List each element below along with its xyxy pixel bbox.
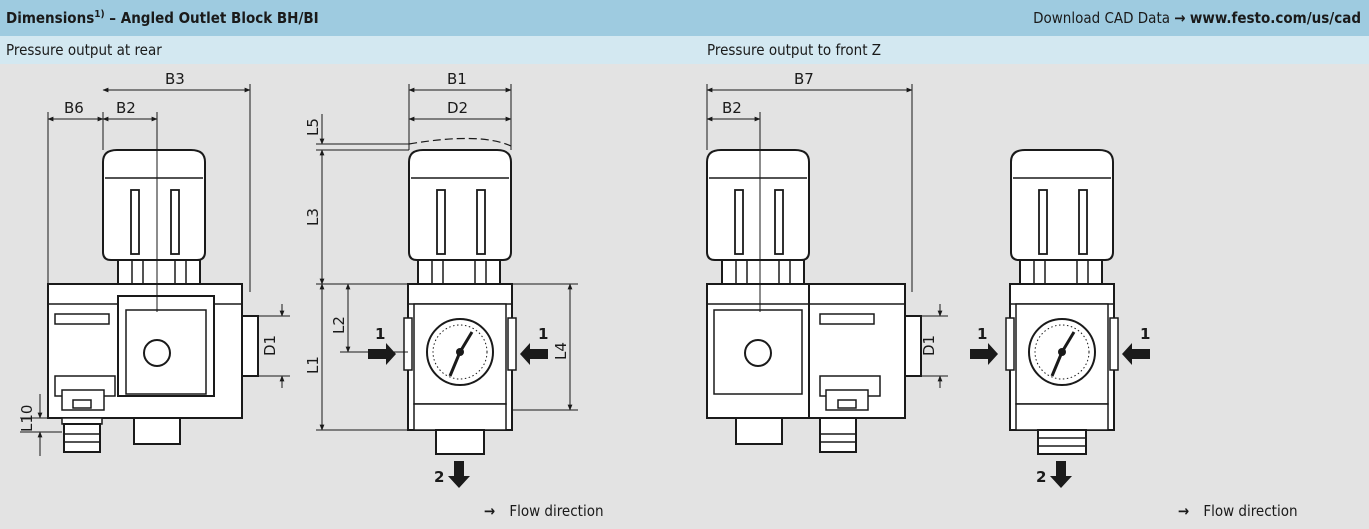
port-arrows-front-front [970,343,1150,488]
dim-label-d1-front: D1 [920,335,938,356]
section-label-rear: Pressure output at rear [6,41,162,59]
pressure-gauge-icon [425,317,495,387]
flow-direction-legend-2: → Flow direction [1178,502,1298,520]
dim-label-b2-front: B2 [722,99,742,117]
dim-label-b3: B3 [165,70,185,88]
section-headers: Pressure output at rear Pressure output … [0,36,1369,64]
arrow-right-icon: → [1174,9,1186,27]
front-view-front [1005,149,1119,455]
pressure-gauge-icon-2 [1027,317,1097,387]
download-cad-link[interactable]: Download CAD Data → www.festo.com/us/cad [1033,9,1361,27]
dim-label-l5: L5 [304,118,322,136]
port-label-1-left: 1 [375,325,385,343]
drawing-area: B3 B6 B2 L10 D1 B1 [0,64,1369,529]
port-label-2-b: 2 [1036,468,1046,486]
side-view-rear [47,149,259,453]
arrow-right-icon: → [1178,502,1190,520]
dim-label-l4: L4 [552,342,570,360]
dim-label-l10: L10 [18,405,36,432]
dim-label-l2: L2 [330,316,348,334]
dimension-lines-front-rear [316,84,578,431]
port-label-1-right-b: 1 [1140,325,1150,343]
dim-label-b1: B1 [447,70,467,88]
dim-label-b6: B6 [64,99,84,117]
dim-label-d2: D2 [447,99,468,117]
dimension-lines-side-rear [20,84,290,456]
dim-label-b7: B7 [794,70,814,88]
port-label-1-left-b: 1 [977,325,987,343]
dimension-lines-side-front [706,84,948,388]
page-title: Dimensions1) – Angled Outlet Block BH/BI [6,9,319,27]
front-view-rear [403,137,517,455]
port-arrows-front-rear [368,343,548,488]
dim-label-d1-rear: D1 [261,335,279,356]
dim-label-l3: L3 [304,208,322,226]
dim-label-l1: L1 [304,356,322,374]
dim-label-b2: B2 [116,99,136,117]
technical-drawing: B3 B6 B2 L10 D1 B1 [18,70,1150,488]
flow-direction-label: Flow direction [1203,502,1298,520]
flow-direction-legend-1: → Flow direction [484,502,604,520]
port-label-1-right: 1 [538,325,548,343]
arrow-right-icon: → [484,502,496,520]
port-label-2: 2 [434,468,444,486]
section-label-front: Pressure output to front Z [707,41,882,59]
cad-url[interactable]: www.festo.com/us/cad [1189,9,1361,27]
header-bar: Dimensions1) – Angled Outlet Block BH/BI… [0,0,1369,36]
flow-direction-label: Flow direction [509,502,604,520]
side-view-front [706,149,922,453]
